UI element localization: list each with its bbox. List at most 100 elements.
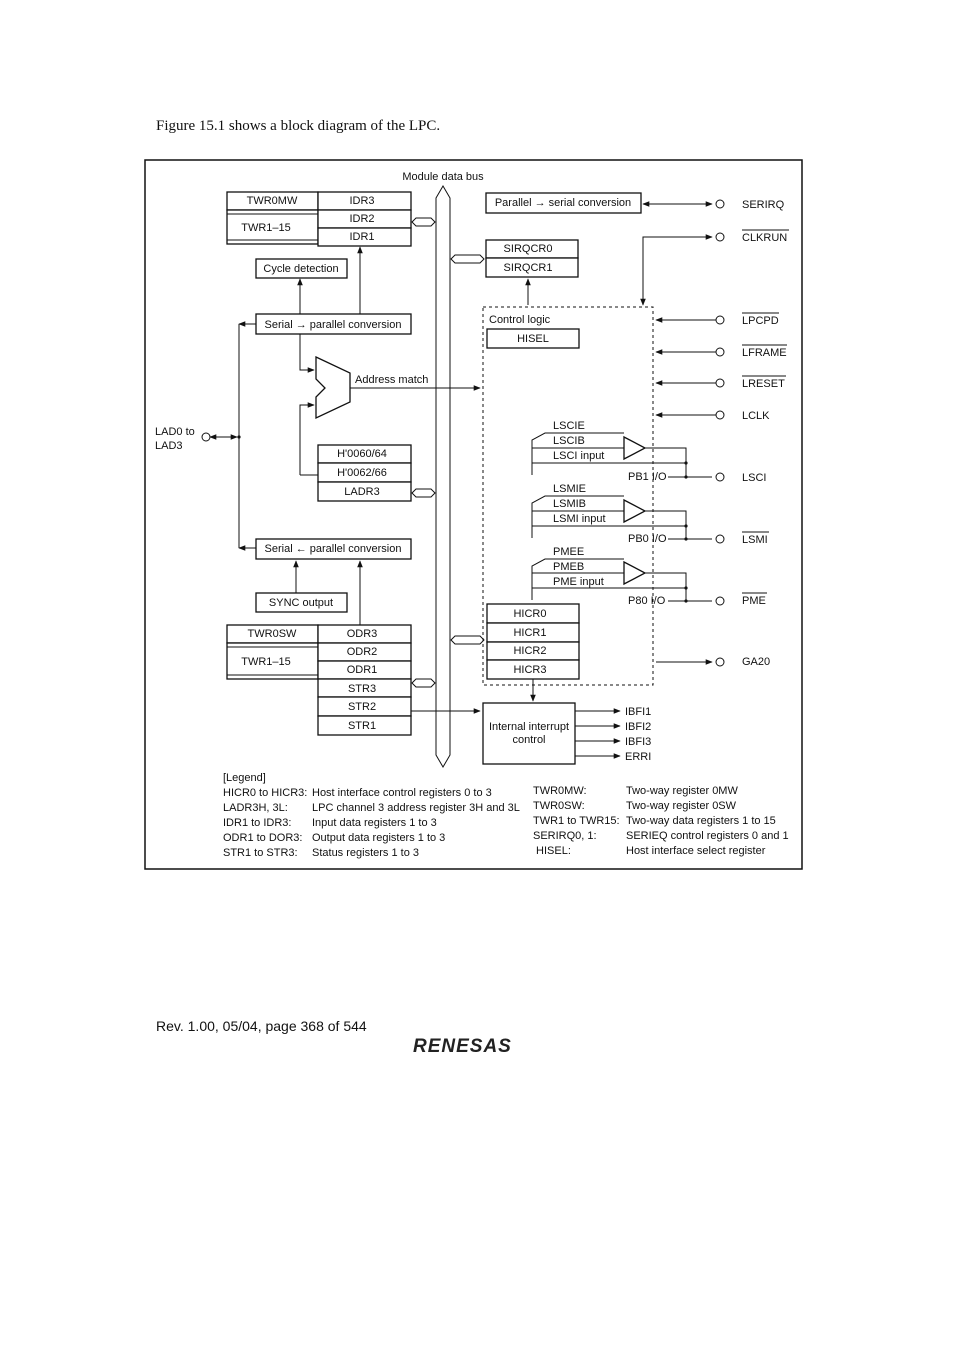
lsmi-input-label: LSMI input [553, 513, 606, 525]
lad-label-1: LAD0 to [155, 426, 195, 438]
lsci-label: LSCI [742, 472, 766, 484]
legend-term: LADR3H, 3L: [223, 802, 288, 814]
hisel-register [486, 328, 580, 349]
legend-desc: Output data registers 1 to 3 [312, 832, 445, 844]
str1-register [317, 715, 412, 736]
hicr3-label: HICR3 [513, 664, 546, 676]
lsmib-label: LSMIB [553, 498, 586, 510]
legend-desc: Host interface control registers 0 to 3 [312, 787, 492, 799]
cycle-detection-label: Cycle detection [263, 263, 338, 275]
address-match-label: Address match [355, 374, 428, 386]
bus-connector-sirqcr [450, 254, 485, 264]
legend-desc: Two-way register 0SW [626, 800, 737, 812]
sync-output-label: SYNC output [269, 597, 333, 609]
idr2-label: IDR2 [349, 213, 374, 225]
legend-term: SERIRQ0, 1: [533, 830, 597, 842]
p80-label: P80 I/O [628, 595, 666, 607]
clkrun-pin [715, 232, 725, 242]
renesas-logo: RENESAS [413, 1036, 512, 1057]
h0060-label: H'0060/64 [337, 448, 387, 460]
legend-desc: Input data registers 1 to 3 [312, 817, 437, 829]
cycle-detection-block [255, 258, 348, 279]
lad-pin [201, 432, 211, 442]
control-logic-label: Control logic [489, 314, 551, 326]
legend-term: TWR0SW: [533, 800, 585, 812]
legend-term: STR1 to STR3: [223, 847, 298, 859]
clkrun-label: CLKRUN [742, 232, 787, 244]
parallel-to-serial-block [485, 192, 642, 214]
lsmi-label: LSMI [742, 534, 768, 546]
lad-label-2: LAD3 [155, 440, 183, 452]
lsci-pin [715, 472, 725, 482]
ga20-label: GA20 [742, 656, 770, 668]
bus-connector-hicr [450, 635, 485, 645]
intro-text: Figure 15.1 shows a block diagram of the… [156, 118, 441, 134]
legend-desc: Status registers 1 to 3 [312, 847, 419, 859]
pme-buffer [623, 560, 647, 586]
serial-to-parallel-label: Serial → parallel conversion [265, 319, 402, 331]
bus-label: Module data bus [402, 171, 484, 183]
erri-label: ERRI [625, 751, 651, 763]
legend-term: HISEL: [533, 845, 571, 857]
lpcpd-label: LPCPD [742, 315, 779, 327]
lsmi-pin [715, 534, 725, 544]
internal-interrupt-control-block [482, 702, 576, 765]
legend-term: IDR1 to IDR3: [223, 817, 291, 829]
legend-desc: SERIEQ control registers 0 and 1 [626, 830, 789, 842]
h0062-label: H'0062/66 [337, 467, 387, 479]
odr1-label: ODR1 [347, 664, 378, 676]
ga20-pin [715, 657, 725, 667]
bus-connector-odr [411, 678, 436, 688]
legend-term: ODR1 to DOR3: [223, 832, 302, 844]
lscib-label: LSCIB [553, 435, 585, 447]
address-comparator [315, 355, 351, 420]
str1-label: STR1 [348, 720, 376, 732]
lsci-input-label: LSCI input [553, 450, 604, 462]
twr0sw-label: TWR0SW [248, 628, 298, 640]
legend-desc: Two-way data registers 1 to 15 [626, 815, 776, 827]
twr1-15-label-b: TWR1–15 [241, 656, 291, 668]
twr0mw-label: TWR0MW [247, 195, 298, 207]
ibfi1-label: IBFI1 [625, 706, 651, 718]
lclk-pin [715, 410, 725, 420]
lframe-label: LFRAME [742, 347, 787, 359]
pb1-label: PB1 I/O [628, 471, 667, 483]
twr1-15-register-a [226, 209, 319, 245]
pmeb-label: PMEB [553, 561, 584, 573]
pme-pin [715, 596, 725, 606]
lpcpd-pin [715, 315, 725, 325]
lframe-pin [715, 347, 725, 357]
ladr3-label: LADR3 [344, 486, 379, 498]
pme-label: PME [742, 595, 766, 607]
hisel-label: HISEL [517, 333, 549, 345]
hicr2-label: HICR2 [513, 645, 546, 657]
twr1-15-register-b [226, 642, 319, 680]
odr2-label: ODR2 [347, 646, 378, 658]
idr1-label: IDR1 [349, 231, 374, 243]
lsmie-label: LSMIE [553, 483, 586, 495]
pb0-label: PB0 I/O [628, 533, 667, 545]
pmee-label: PMEE [553, 546, 584, 558]
iic-label-1: Internal interrupt [489, 721, 569, 733]
module-data-bus [435, 185, 451, 768]
sirqcr0-label: SIRQCR0 [504, 243, 553, 255]
sirqcr1-label: SIRQCR1 [504, 262, 553, 274]
idr1-register [317, 227, 412, 247]
legend-title: [Legend] [223, 772, 266, 784]
bus-connector-ladr [411, 488, 436, 498]
lreset-pin [715, 378, 725, 388]
legend-term: TWR1 to TWR15: [533, 815, 620, 827]
parallel-to-serial-out-block [255, 538, 412, 560]
figure-frame [144, 159, 803, 870]
ibfi3-label: IBFI3 [625, 736, 651, 748]
str2-label: STR2 [348, 701, 376, 713]
str3-label: STR3 [348, 683, 376, 695]
sync-output-block [255, 592, 348, 613]
sirqcr1-register [485, 257, 579, 278]
ladr3-register [317, 481, 412, 502]
serirq-pin [715, 199, 725, 209]
pme-input-label: PME input [553, 576, 604, 588]
legend-term: TWR0MW: [533, 785, 587, 797]
twr1-15-label-a: TWR1–15 [241, 222, 291, 234]
